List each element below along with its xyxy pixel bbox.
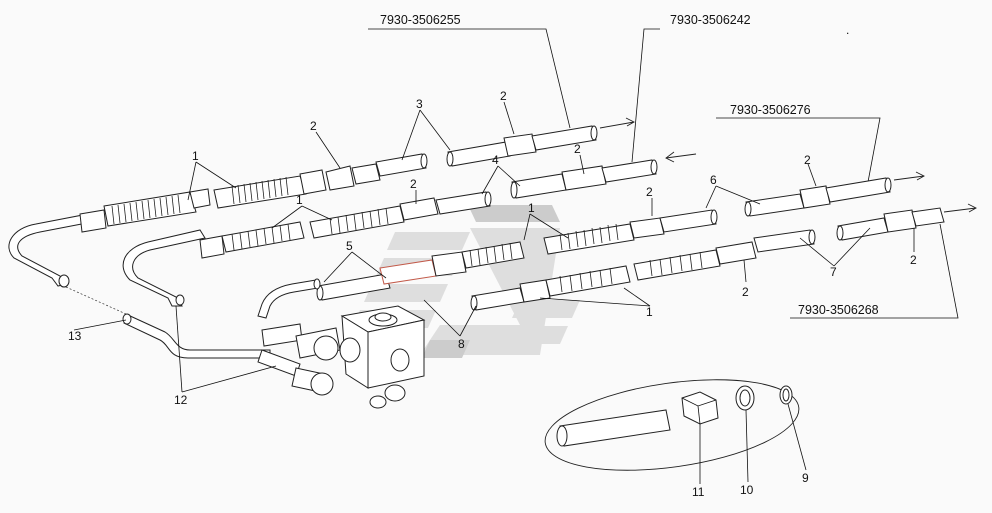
callout-11: 11: [692, 485, 705, 499]
hose-assembly-middle: [199, 191, 492, 259]
callout-12: 12: [174, 393, 188, 407]
callout-2-lower: 2: [646, 185, 653, 199]
callout-9: 9: [802, 471, 809, 485]
callout-6: 6: [710, 173, 717, 187]
tube-6: [744, 171, 925, 217]
tube-7: [836, 203, 977, 241]
detail-oval: [544, 379, 800, 471]
callout-5: 5: [346, 239, 353, 253]
callout-3: 3: [416, 97, 423, 111]
callout-1-upper-left: 1: [192, 149, 199, 163]
callout-2-bottom: 2: [742, 285, 749, 299]
label-7930-3506276: 7930-3506276: [730, 103, 811, 117]
tube-5: [257, 278, 321, 319]
callout-1-lower: 1: [528, 201, 535, 215]
callout-2-tube-7: 2: [910, 253, 917, 267]
callout-10: 10: [740, 483, 754, 497]
label-7930-3506255: 7930-3506255: [380, 13, 461, 27]
stray-mark: .: [846, 23, 849, 37]
tube-12: [122, 229, 206, 307]
callout-1-bottom: 1: [646, 305, 653, 319]
callout-7: 7: [830, 265, 837, 279]
tube-4: [510, 151, 697, 199]
hose-assembly-lower: [316, 209, 718, 301]
callout-1-middle: 1: [296, 193, 303, 207]
tube-13: [8, 213, 271, 359]
callout-2-tube-6: 2: [804, 153, 811, 167]
callout-8: 8: [458, 337, 465, 351]
valve-body: [257, 305, 426, 409]
callout-2-upper-left: 2: [310, 119, 317, 133]
hose-assembly-upper-left: [79, 153, 428, 233]
callout-2-tube-4: 2: [574, 142, 581, 156]
part-number-leaders: [368, 28, 959, 319]
callout-4: 4: [492, 153, 499, 167]
callout-leaders: [73, 101, 915, 484]
callout-2-middle: 2: [410, 177, 417, 191]
label-7930-3506268: 7930-3506268: [798, 303, 879, 317]
label-7930-3506242: 7930-3506242: [670, 13, 751, 27]
callout-13: 13: [68, 329, 82, 343]
tube-3: [446, 117, 635, 167]
callout-2-top: 2: [500, 89, 507, 103]
